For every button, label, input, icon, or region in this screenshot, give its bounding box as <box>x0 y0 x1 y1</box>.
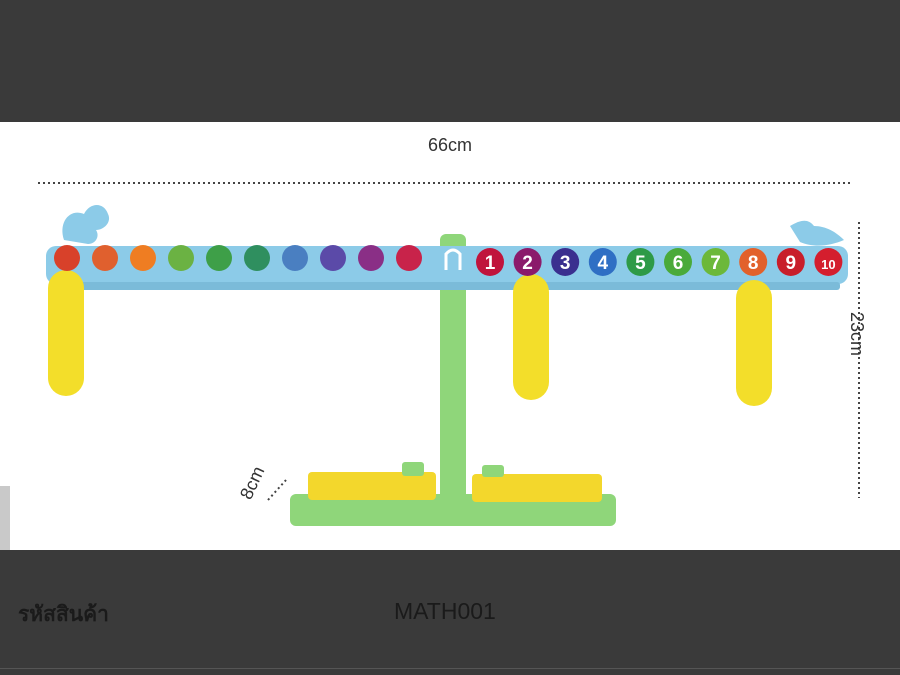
squirrel-figure <box>62 205 110 244</box>
number-marker-label: 3 <box>560 253 571 274</box>
number-balance-illustration: 1 2 3 4 5 6 7 8 9 10 <box>38 182 860 526</box>
dot-marker <box>320 245 346 271</box>
dot-marker <box>168 245 194 271</box>
width-label: 66cm <box>428 135 473 155</box>
dot-marker <box>130 245 156 271</box>
depth-dimension-line <box>267 479 287 501</box>
number-marker-label: 4 <box>598 253 609 274</box>
number-marker-label: 7 <box>710 253 721 274</box>
bird-figure <box>790 220 844 246</box>
dot-marker <box>396 245 422 271</box>
product-code-value: MATH001 <box>394 598 496 624</box>
number-marker <box>701 248 730 276</box>
number-markers: 1 2 3 4 5 6 7 8 9 10 <box>476 248 843 276</box>
info-divider <box>0 668 900 669</box>
number-marker-label: 5 <box>635 253 646 274</box>
dot-marker <box>54 245 80 271</box>
number-marker <box>513 248 542 276</box>
number-marker-label: 2 <box>522 253 533 274</box>
left-hanger <box>48 270 84 396</box>
number-marker <box>476 248 504 276</box>
height-label: 23cm <box>847 312 867 357</box>
product-info-panel <box>0 550 900 675</box>
middle-hanger <box>513 274 549 400</box>
product-code-label: รหัสสินค้า <box>18 602 109 626</box>
number-marker <box>626 248 655 276</box>
dot-marker <box>206 245 232 271</box>
left-dot-markers <box>54 245 422 271</box>
number-marker <box>664 248 692 276</box>
number-marker <box>588 248 617 276</box>
number-marker <box>814 248 843 276</box>
left-tray <box>308 472 436 500</box>
top-dark-bar <box>0 0 900 122</box>
number-marker-label: 10 <box>821 257 835 272</box>
number-marker-label: 9 <box>786 253 797 274</box>
stand-post <box>440 234 466 502</box>
left-edge-divider <box>0 486 10 550</box>
center-hook <box>444 248 462 270</box>
dot-marker <box>244 245 270 271</box>
dot-marker <box>282 245 308 271</box>
dot-marker <box>358 245 384 271</box>
dot-marker <box>92 245 118 271</box>
number-marker-label: 1 <box>485 253 496 274</box>
number-marker <box>739 248 768 276</box>
number-marker-label: 6 <box>673 253 684 274</box>
number-marker <box>776 248 805 276</box>
number-marker-label: 8 <box>748 253 759 274</box>
right-hanger <box>736 280 772 406</box>
right-tray <box>472 474 602 502</box>
number-marker <box>551 248 580 276</box>
